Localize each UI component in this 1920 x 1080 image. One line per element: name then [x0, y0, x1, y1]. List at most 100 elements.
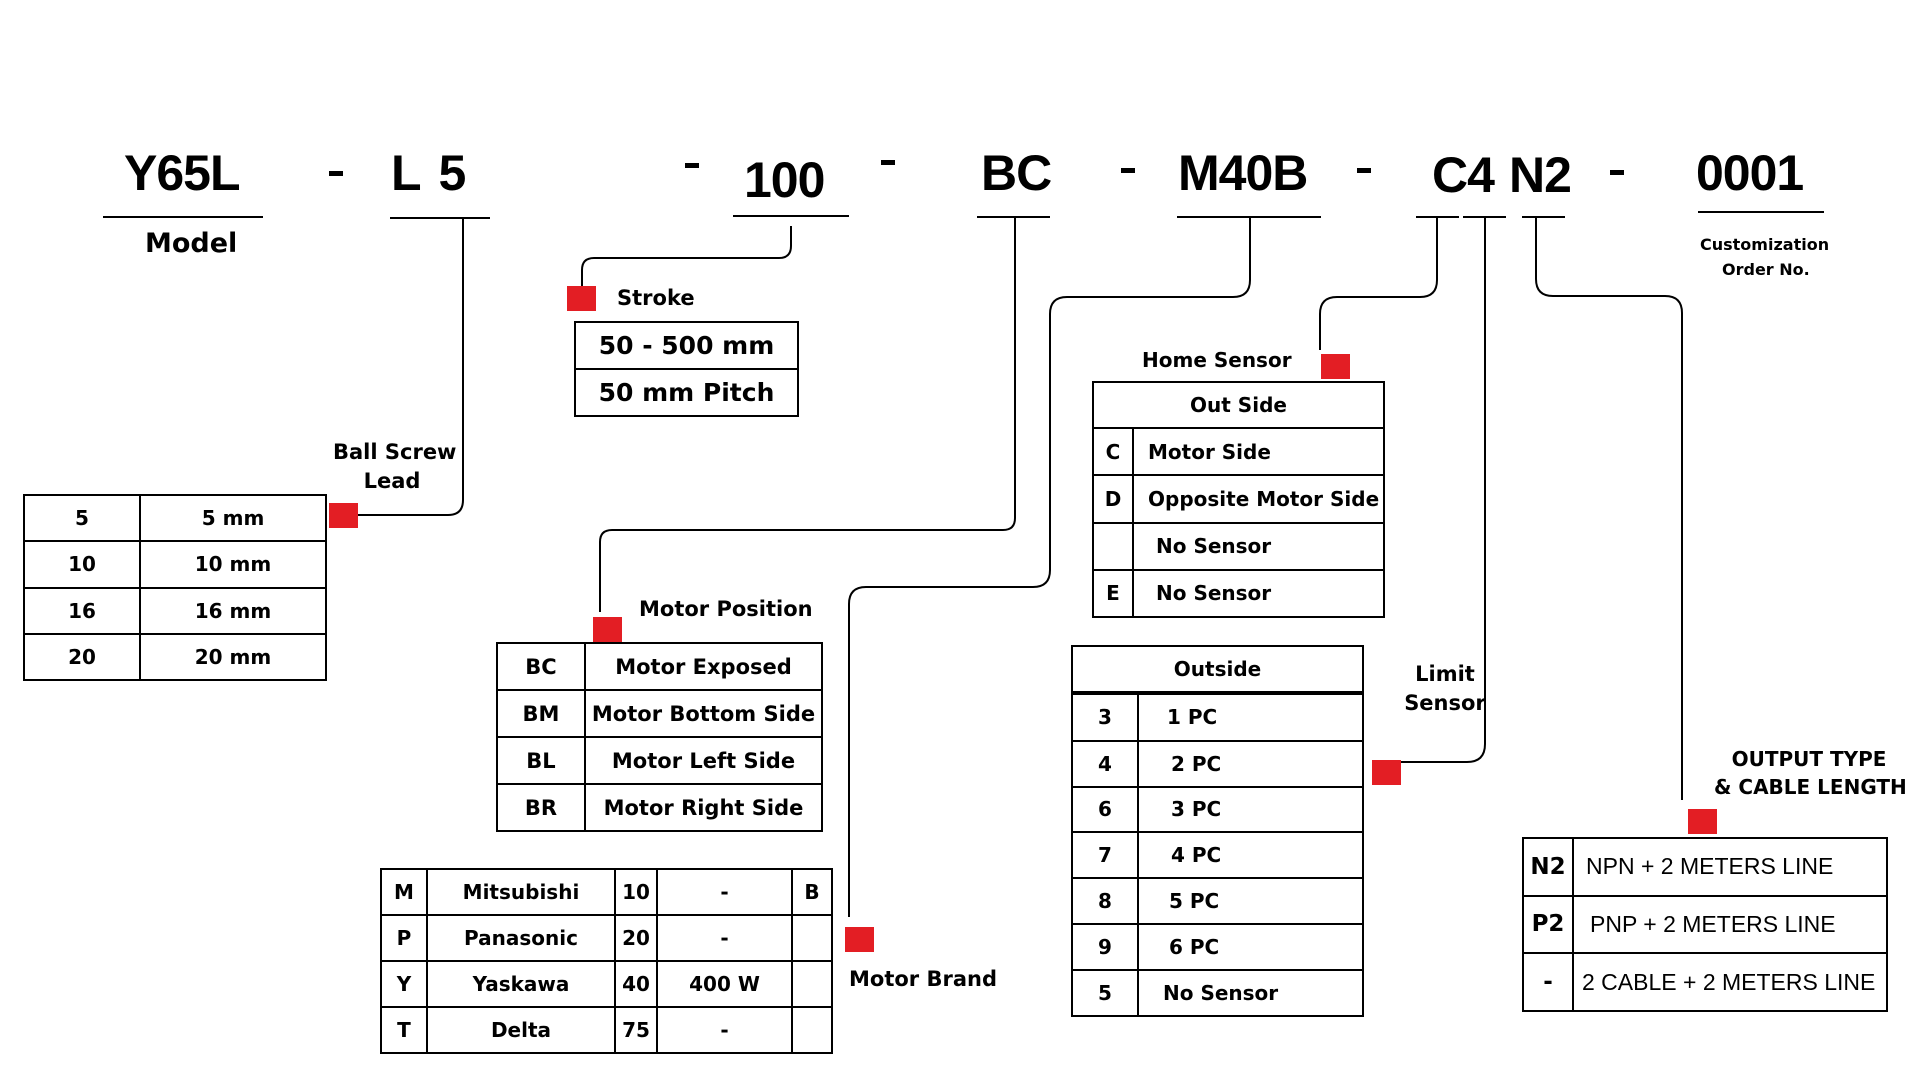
- label-model: Model: [145, 228, 238, 259]
- cell-value: Motor Bottom Side: [584, 689, 823, 738]
- table-row: 50 - 500 mm: [574, 321, 799, 370]
- stroke-range: 50 - 500 mm: [574, 321, 799, 370]
- marker-motor-position: [593, 617, 622, 642]
- label-limit-line2: Sensor: [1404, 691, 1486, 716]
- cell-power: 400 W: [656, 960, 793, 1008]
- marker-home-sensor: [1321, 354, 1350, 379]
- cell-value: Motor Exposed: [584, 642, 823, 691]
- cell-code: 6: [1071, 785, 1139, 834]
- underline-order: [1698, 211, 1824, 213]
- cell-value: Opposite Motor Side: [1132, 474, 1385, 524]
- cell-code: BC: [496, 642, 586, 691]
- code-motor-position: BC: [981, 145, 1052, 201]
- marker-motor-brand: [845, 927, 874, 952]
- cell-value: PNP + 2 METERS LINE: [1572, 894, 1888, 955]
- label-ball-screw-line1: Ball Screw: [333, 440, 457, 464]
- cell-value: 20 mm: [139, 632, 327, 682]
- underline-output: [1522, 216, 1565, 218]
- stroke-table: 50 - 500 mm 50 mm Pitch: [574, 321, 799, 417]
- cell-brake: [791, 1006, 833, 1054]
- table-row: -2 CABLE + 2 METERS LINE: [1522, 952, 1888, 1012]
- underline-lead: [390, 217, 490, 219]
- underline-model: [103, 216, 263, 218]
- cell-code: [1092, 521, 1134, 571]
- marker-output-type: [1688, 809, 1717, 834]
- cell-power-code: 40: [614, 960, 658, 1008]
- cell-code: -: [1522, 952, 1574, 1012]
- code-output: N2: [1509, 147, 1572, 203]
- cell-code: 4: [1071, 739, 1139, 788]
- separator-dash: [1121, 168, 1135, 173]
- motor-brand-table: M Mitsubishi 10 - B P Panasonic 20 - Y Y…: [380, 868, 833, 1054]
- table-row: Y Yaskawa 40 400 W: [380, 960, 833, 1008]
- cell-brake: [791, 960, 833, 1008]
- cell-code: D: [1092, 474, 1134, 524]
- cell-code: 8: [1071, 877, 1139, 926]
- cell-value: 2 PC: [1137, 739, 1364, 788]
- cell-code: BR: [496, 783, 586, 832]
- cell-power: -: [656, 868, 793, 916]
- underline-limit-sensor: [1463, 216, 1506, 218]
- cell-code: T: [380, 1006, 428, 1054]
- cell-code: E: [1092, 568, 1134, 619]
- cell-code: P: [380, 914, 428, 962]
- cell-brand: Delta: [426, 1006, 616, 1054]
- cell-power-code: 20: [614, 914, 658, 962]
- cell-code: 16: [23, 586, 141, 635]
- cell-value: Motor Left Side: [584, 736, 823, 785]
- label-home-sensor: Home Sensor: [1142, 348, 1292, 372]
- cell-value: 5 mm: [139, 493, 327, 543]
- separator-dash: [685, 163, 699, 168]
- cell-power: -: [656, 1006, 793, 1054]
- separator-dash: [329, 171, 343, 176]
- cell-code: 5: [1071, 969, 1139, 1017]
- connector-home-sensor: [1319, 217, 1438, 350]
- cell-value: No Sensor: [1132, 521, 1385, 571]
- label-order-line1: Customization: [1700, 235, 1830, 254]
- limit-sensor-header: Outside: [1071, 645, 1364, 695]
- cell-code: C: [1092, 426, 1134, 477]
- cell-code: 7: [1071, 831, 1139, 880]
- cell-value: Motor Right Side: [584, 783, 823, 832]
- marker-limit-sensor: [1372, 760, 1401, 785]
- underline-home-sensor: [1416, 216, 1459, 218]
- cell-brand: Panasonic: [426, 914, 616, 962]
- cell-brand: Yaskawa: [426, 960, 616, 1008]
- label-motor-position: Motor Position: [639, 597, 813, 621]
- code-home-sensor: C4: [1432, 147, 1495, 203]
- underline-motor-brand: [1177, 216, 1321, 218]
- cell-value: No Sensor: [1132, 568, 1385, 619]
- code-motor-brand: M40B: [1178, 145, 1308, 201]
- cell-code: 3: [1071, 692, 1139, 742]
- separator-dash: [881, 160, 895, 165]
- table-row: No Sensor: [1092, 521, 1385, 571]
- code-model: Y65L: [124, 145, 241, 201]
- cell-code: 10: [23, 540, 141, 589]
- cell-brake: [791, 914, 833, 962]
- separator-dash: [1610, 170, 1624, 175]
- table-row: P Panasonic 20 -: [380, 914, 833, 962]
- marker-ball-screw-lead: [329, 503, 358, 528]
- label-output-line2: & CABLE LENGTH: [1714, 775, 1907, 799]
- cell-value: 16 mm: [139, 586, 327, 635]
- code-lead: L 5: [391, 145, 466, 201]
- cell-value: NPN + 2 METERS LINE: [1572, 837, 1888, 897]
- cell-code: N2: [1522, 837, 1574, 897]
- underline-stroke: [733, 215, 849, 217]
- label-motor-brand: Motor Brand: [849, 967, 997, 991]
- cell-brake: B: [791, 868, 833, 916]
